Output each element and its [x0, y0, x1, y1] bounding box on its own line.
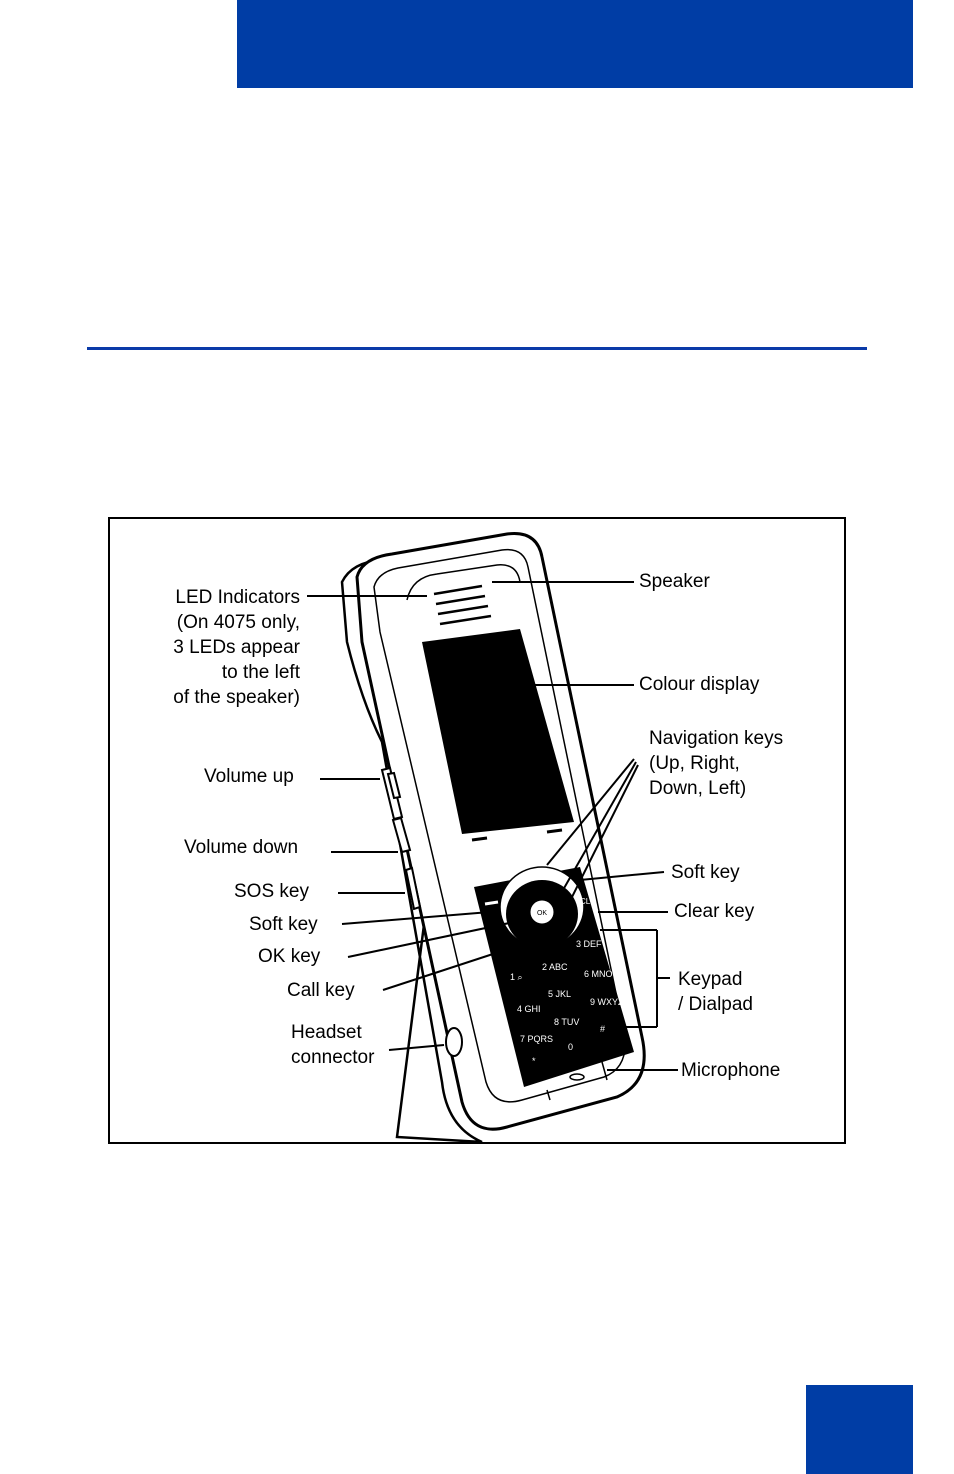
keypad-key-legend: 8 TUV — [554, 1017, 579, 1027]
label-sos-key: SOS key — [234, 881, 309, 902]
keypad-key-legend: 2 ABC — [542, 962, 568, 972]
clr-key-legend: CLR — [580, 897, 596, 906]
keypad-key-legend: 9 WXYZ — [590, 997, 624, 1007]
label-volume-down: Volume down — [184, 837, 299, 858]
label-volume-up: Volume up — [204, 766, 294, 787]
side-keys — [380, 766, 422, 911]
label-headset-connector: Headset connector — [291, 1022, 375, 1068]
keypad-key-legend: 4 GHI — [517, 1004, 541, 1014]
keypad-key-legend: 1 ⌕ — [510, 972, 523, 982]
header-banner — [237, 0, 913, 88]
leader-lines — [307, 581, 678, 1071]
section-rule — [87, 347, 867, 350]
keypad-legends: 1 ⌕ 2 ABC 3 DEF 4 GHI 5 JKL 6 MNO 7 PQRS… — [510, 939, 624, 1066]
speaker-grille — [433, 584, 492, 626]
phone-figure: OK CLR 1 ⌕ 2 ABC 3 DEF 4 GHI 5 JKL 6 MNO… — [108, 517, 846, 1144]
microphone-hole — [569, 1073, 585, 1081]
keypad-key-legend: 3 DEF — [576, 939, 602, 949]
keypad-key-legend: * — [532, 1056, 536, 1066]
label-led-indicators: LED Indicators (On 4075 only, 3 LEDs app… — [173, 587, 300, 708]
keypad-key-legend: 7 PQRS — [520, 1034, 553, 1044]
keypad-key-legend: 0 — [568, 1042, 573, 1052]
label-microphone: Microphone — [681, 1060, 781, 1081]
label-soft-key-right: Soft key — [671, 862, 740, 883]
keypad-key-legend: # — [600, 1024, 605, 1034]
label-keypad: Keypad / Dialpad — [678, 969, 753, 1015]
phone-illustration: OK CLR 1 ⌕ 2 ABC 3 DEF 4 GHI 5 JKL 6 MNO… — [307, 531, 678, 1142]
keypad-key-legend: 6 MNO — [584, 969, 613, 979]
label-ok-key: OK key — [258, 946, 321, 967]
label-call-key: Call key — [287, 980, 355, 1001]
label-colour-display: Colour display — [639, 674, 760, 695]
page-number-tab — [806, 1385, 913, 1474]
label-navigation-keys: Navigation keys (Up, Right, Down, Left) — [649, 728, 784, 799]
colour-display-screen — [422, 629, 574, 834]
label-speaker: Speaker — [639, 571, 710, 592]
ok-key-legend: OK — [537, 910, 547, 917]
label-clear-key: Clear key — [674, 901, 755, 922]
label-soft-key-left: Soft key — [249, 914, 318, 935]
headset-connector-port — [445, 1027, 463, 1057]
keypad-key-legend: 5 JKL — [548, 989, 571, 999]
